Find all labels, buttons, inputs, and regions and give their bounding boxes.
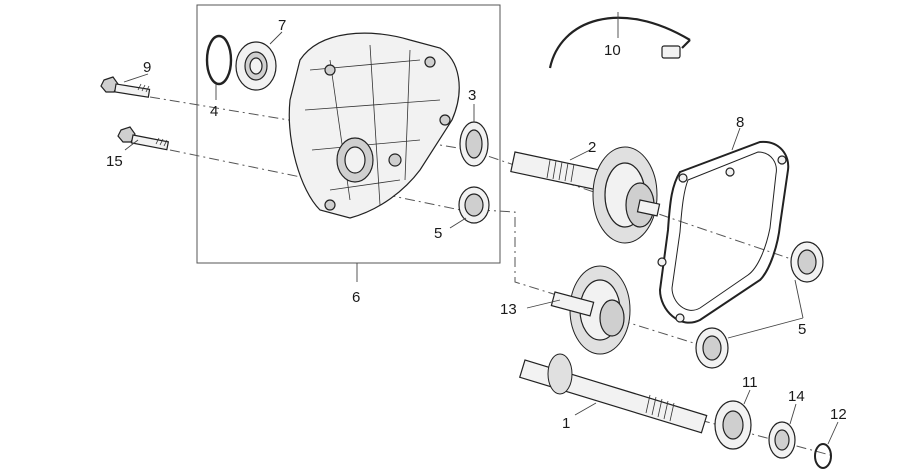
callout-7: 7 [278, 17, 286, 34]
callout-8: 8 [736, 114, 744, 131]
callout-11: 11 [742, 374, 758, 391]
main-shaft-1-part [518, 353, 708, 434]
gear-13-part [526, 265, 631, 355]
bolt-15-part [117, 126, 170, 151]
leader-5b-b [727, 317, 804, 339]
gear-shaft-2-part [510, 146, 661, 244]
bearing-5-inner-part [449, 186, 490, 229]
axis-bearing-5-lower [479, 209, 561, 297]
bearing-5-right-upper-part [790, 241, 824, 283]
callout-9: 9 [143, 59, 151, 76]
axis-gear-13 [619, 319, 701, 346]
bearing-5-right-lower-part [695, 327, 729, 369]
callout-5-inner: 5 [434, 225, 442, 242]
callout-1: 1 [562, 415, 570, 432]
callout-12: 12 [830, 406, 847, 423]
transmission-cover-part [288, 32, 460, 219]
wire-harness-part [548, 12, 691, 69]
bearing-7-part [235, 31, 283, 91]
callout-14: 14 [788, 388, 805, 405]
callout-10: 10 [604, 42, 621, 59]
callout-6: 6 [352, 289, 360, 306]
circlip-4-part [205, 34, 233, 100]
callout-5-right: 5 [798, 321, 806, 338]
axis-bolt-15 [169, 149, 471, 213]
callout-4: 4 [210, 103, 218, 120]
callout-15: 15 [106, 153, 123, 170]
bolt-9-part [100, 73, 151, 98]
oil-seal-3-part [459, 104, 489, 167]
callout-2: 2 [588, 139, 596, 156]
cover-assembly-frame [196, 4, 501, 264]
seal-14-part [768, 403, 797, 459]
bearing-11-part [714, 389, 752, 450]
circlip-12-part [814, 421, 839, 469]
callout-13: 13 [500, 301, 517, 318]
leader-5b-a [794, 279, 804, 319]
gasket-8-part [657, 127, 790, 324]
callout-3: 3 [468, 87, 476, 104]
